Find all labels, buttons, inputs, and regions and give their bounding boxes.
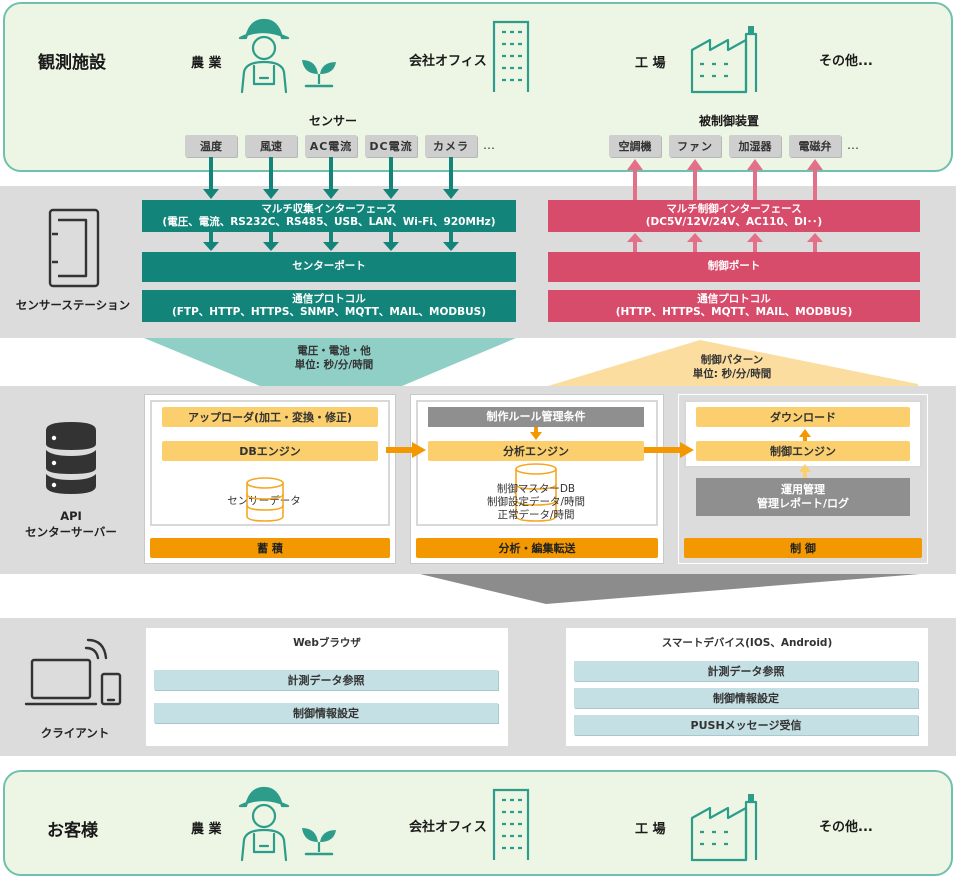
- control-footer: 制 御: [684, 538, 922, 558]
- station-cabinet-icon: [48, 208, 100, 288]
- api-server-label: API センターサーバー: [14, 508, 128, 540]
- device-chip-aircon: 空調機: [609, 135, 661, 157]
- storage-footer: 蓄 積: [150, 538, 390, 558]
- center-port: センターポート: [142, 252, 516, 282]
- sensor-heading: センサー: [309, 114, 358, 128]
- database-server-icon: [46, 422, 96, 494]
- control-master-line3: 正常データ/時間: [497, 509, 575, 522]
- customer-category-other: その他...: [819, 820, 873, 835]
- client-label: クライアント: [40, 726, 110, 740]
- web-item-control-settings[interactable]: 制御情報設定: [154, 703, 498, 723]
- analysis-footer: 分析・編集転送: [416, 538, 658, 558]
- smart-device-title: スマートデバイス(IOS、Android): [661, 637, 833, 649]
- sensor-ellipsis: …: [483, 138, 495, 152]
- data-upload-funnel: [144, 338, 516, 386]
- protocol-right: 通信プロトコル (HTTP、HTTPS、MQTT、MAIL、MODBUS): [548, 290, 920, 322]
- smart-item-control-settings[interactable]: 制御情報設定: [574, 688, 918, 708]
- protocol-left-title: 通信プロトコル: [292, 292, 366, 305]
- category-other: その他...: [819, 54, 873, 69]
- customer-category-factory: 工 場: [635, 822, 666, 837]
- protocol-right-title: 通信プロトコル: [697, 292, 771, 305]
- factory-icon: [690, 26, 758, 94]
- laptop-phone-icon: [24, 638, 122, 706]
- customer-title: お客様: [47, 821, 98, 841]
- office-building-icon: [492, 20, 530, 92]
- api-server-label-line2: センターサーバー: [25, 525, 117, 540]
- db-engine-bar: DBエンジン: [162, 441, 378, 461]
- control-flow-label: 制御パターン 単位: 秒/分/時間: [684, 354, 780, 381]
- customer-category-office: 会社オフィス: [409, 820, 487, 835]
- operations-bar: 運用管理 管理レポート/ログ: [696, 478, 910, 516]
- control-pattern-funnel: [548, 340, 918, 386]
- plant-icon: [302, 60, 336, 88]
- facility-title: 観測施設: [38, 53, 106, 73]
- multi-control-detail: (DC5V/12V/24V、AC110、DI･･): [645, 216, 823, 228]
- web-item-measurement[interactable]: 計測データ参照: [154, 670, 498, 690]
- protocol-left-detail: (FTP、HTTP、HTTPS、SNMP、MQTT、MAIL、MODBUS): [171, 306, 487, 318]
- sensor-chip-camera: カメラ: [425, 135, 477, 157]
- uploader-bar: アップローダ(加工・変換・修正): [162, 407, 378, 427]
- control-master-line1: 制御マスターDB: [496, 483, 576, 495]
- device-chip-fan: ファン: [669, 135, 721, 157]
- analysis-engine-bar: 分析エンジン: [428, 441, 644, 461]
- category-office: 会社オフィス: [409, 54, 487, 69]
- sensor-chip-dc-current: DC電流: [365, 135, 417, 157]
- customer-category-agriculture: 農 業: [191, 822, 222, 837]
- web-browser-title: Webブラウザ: [293, 637, 361, 649]
- server-to-client-funnel: [420, 574, 920, 604]
- api-server-label-line1: API: [60, 509, 82, 523]
- multi-collect-detail: (電圧、電流、RS232C、RS485、USB、LAN、Wi-Fi、920MHz…: [162, 216, 496, 228]
- center-port-label: センターポート: [292, 260, 366, 273]
- control-flow-line1: 制御パターン: [700, 354, 764, 366]
- device-chip-humidifier: 加湿器: [729, 135, 781, 157]
- operations-line1: 運用管理: [781, 482, 825, 496]
- multi-control-interface: マルチ制御インターフェース (DC5V/12V/24V、AC110、DI･･): [548, 200, 920, 232]
- multi-control-title: マルチ制御インターフェース: [666, 202, 802, 215]
- sensor-chip-temperature: 温度: [185, 135, 237, 157]
- device-chip-solenoid: 電磁弁: [789, 135, 841, 157]
- observation-facility-panel: 観測施設 農 業 会社オフィス 工 場 その他... センサー 被制御装置: [3, 2, 953, 172]
- customer-office-icon: [492, 788, 530, 860]
- category-agriculture: 農 業: [191, 56, 222, 71]
- category-factory: 工 場: [635, 56, 666, 71]
- sensor-chip-wind: 風速: [245, 135, 297, 157]
- multi-collect-title: マルチ収集インターフェース: [261, 202, 397, 215]
- sensor-data-cylinder-icon: [246, 477, 284, 522]
- control-master-cylinder-icon: [515, 463, 557, 522]
- device-heading: 被制御装置: [699, 114, 760, 128]
- upload-flow-line1: 電圧・電池・他: [297, 345, 371, 357]
- customer-farmer-icon: [238, 786, 290, 862]
- upload-flow-label: 電圧・電池・他 単位: 秒/分/時間: [286, 345, 382, 372]
- sensor-station-label: センサーステーション: [15, 298, 131, 312]
- smart-item-measurement[interactable]: 計測データ参照: [574, 661, 918, 681]
- control-master-line2: 制御設定データ/時間: [486, 496, 586, 509]
- customer-panel: お客様 農 業 会社オフィス 工 場 その他...: [3, 770, 953, 876]
- customer-plant-icon: [302, 828, 336, 856]
- operations-line2: 管理レポート/ログ: [756, 497, 850, 510]
- control-engine-bar: 制御エンジン: [696, 441, 910, 461]
- download-bar: ダウンロード: [696, 407, 910, 427]
- control-port-label: 制御ポート: [707, 260, 761, 273]
- control-port: 制御ポート: [548, 252, 920, 282]
- farmer-icon: [238, 18, 290, 94]
- customer-factory-icon: [690, 794, 758, 862]
- smart-item-push[interactable]: PUSHメッセージ受信: [574, 715, 918, 735]
- protocol-left: 通信プロトコル (FTP、HTTP、HTTPS、SNMP、MQTT、MAIL、M…: [142, 290, 516, 322]
- protocol-right-detail: (HTTP、HTTPS、MQTT、MAIL、MODBUS): [615, 306, 853, 318]
- control-master-text: 制御マスターDB 制御設定データ/時間 正常データ/時間: [466, 483, 606, 522]
- multi-collect-interface: マルチ収集インターフェース (電圧、電流、RS232C、RS485、USB、LA…: [142, 200, 516, 232]
- upload-flow-line2: 単位: 秒/分/時間: [294, 358, 374, 371]
- sensor-chip-ac-current: AC電流: [305, 135, 357, 157]
- device-ellipsis: …: [847, 138, 859, 152]
- control-flow-line2: 単位: 秒/分/時間: [692, 367, 772, 380]
- rules-bar: 制作ルール管理条件: [428, 407, 644, 427]
